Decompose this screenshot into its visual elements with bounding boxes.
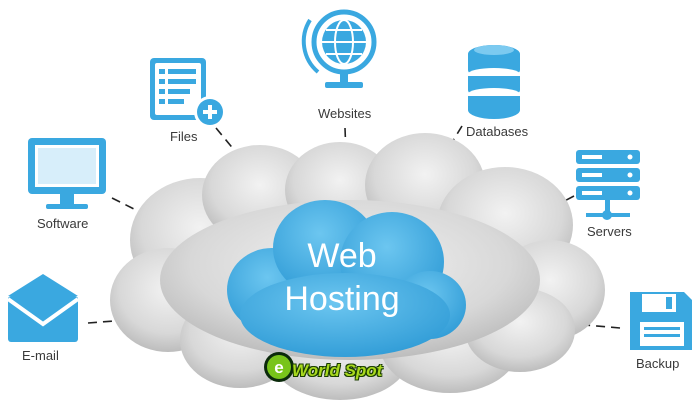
label-files: Files [170,129,198,144]
brand-name: World Spot [292,361,383,380]
servers-icon [576,150,640,220]
databases-icon [468,45,520,119]
hub-title-line1: Web [307,237,377,275]
brand-icon-letter: e [274,358,283,377]
connector-software [111,197,241,263]
email-icon [6,274,80,342]
websites-icon [301,9,377,88]
brand-logo-icon: e [264,352,294,382]
files-icon [150,58,226,128]
backup-icon [630,292,692,350]
hub-title-line2: Hosting [284,280,400,318]
software-icon [28,138,106,209]
label-software: Software [37,216,89,231]
label-databases: Databases [466,124,529,139]
label-email: E-mail [22,348,59,363]
label-websites: Websites [318,106,372,121]
hub-cloud [227,200,466,357]
label-servers: Servers [587,224,632,239]
label-backup: Backup [636,356,680,371]
